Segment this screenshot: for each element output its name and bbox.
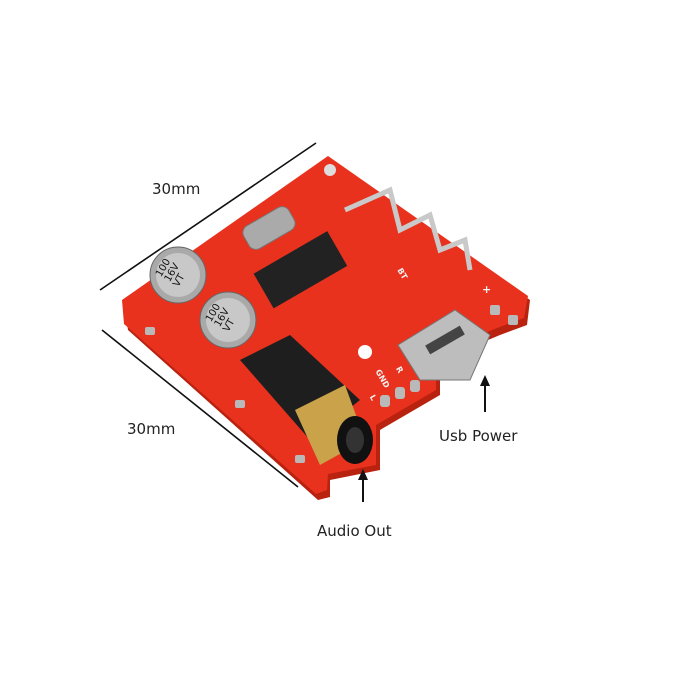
capacitor: [149, 246, 207, 304]
bluetooth-audio-board: [122, 156, 530, 500]
side-dimension-line: [101, 329, 299, 488]
audio-out-label: Audio Out: [317, 522, 392, 540]
capacitor: [199, 291, 257, 349]
side-dimension-label: 30mm: [127, 420, 176, 438]
top-dimension-label: 30mm: [152, 180, 201, 198]
audio-out-arrow: [358, 469, 368, 502]
audio-jack: [240, 335, 373, 465]
top-dimension-line: [99, 142, 317, 291]
usb-port: [397, 309, 491, 381]
silkscreen-plus: +: [482, 283, 492, 296]
usb-power-arrow: [480, 375, 490, 412]
usb-power-label: Usb Power: [439, 427, 518, 445]
